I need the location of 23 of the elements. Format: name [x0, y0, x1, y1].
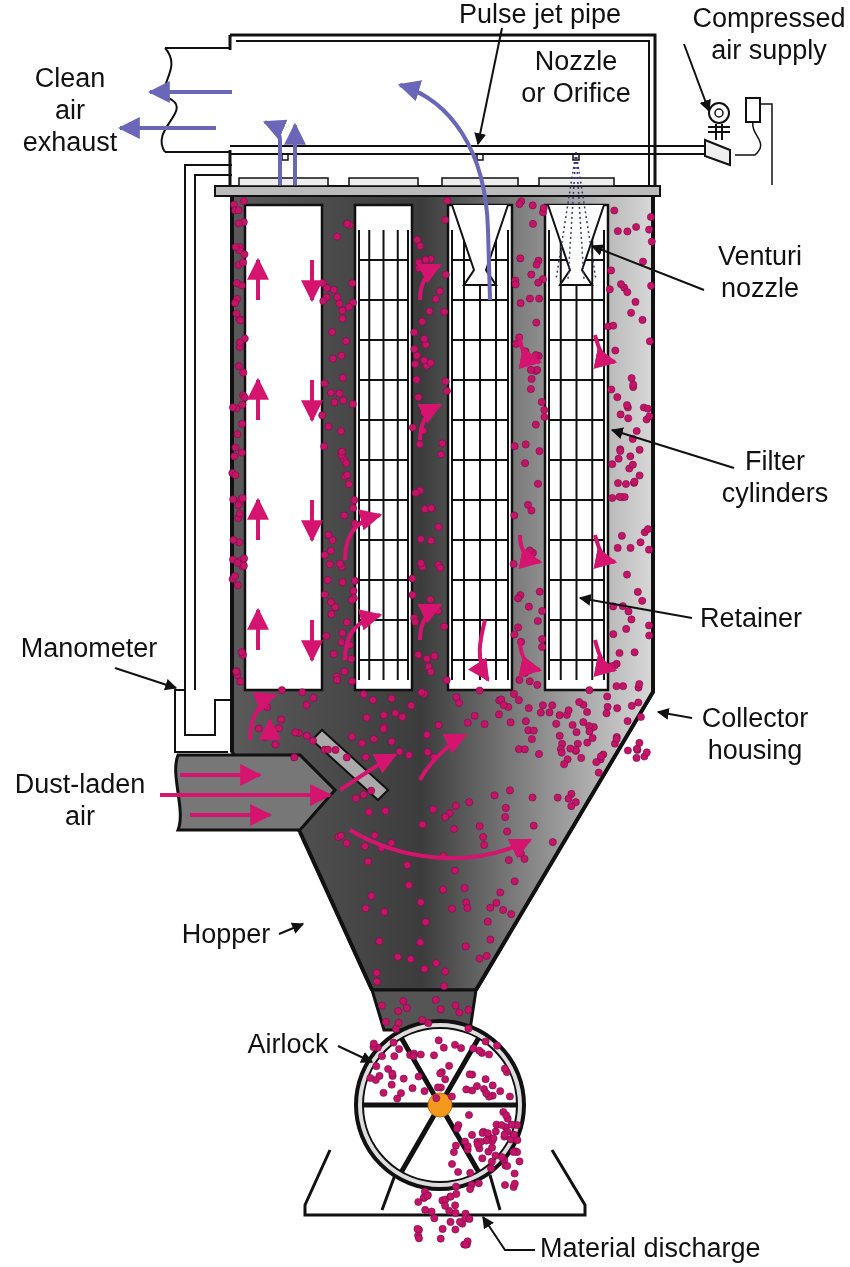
leader-line — [610, 427, 735, 469]
flow-label: Nozzle or Orifice — [520, 45, 632, 109]
callout-label: Airlock — [238, 1028, 338, 1060]
callout-label: Hopper — [176, 918, 276, 950]
callout-label: Filter cylinders — [700, 445, 850, 509]
leader-line — [474, 27, 503, 146]
leader-line — [482, 1216, 536, 1251]
callout-label: Compressed air supply — [690, 2, 848, 66]
leader-line — [578, 594, 693, 619]
leader-line — [656, 707, 693, 720]
flow-label: Dust-laden air — [13, 768, 147, 832]
leader-line — [590, 244, 705, 291]
leader-line — [114, 667, 178, 691]
flow-label: Clean air exhaust — [21, 62, 119, 158]
callout-label: Collector housing — [680, 702, 830, 766]
callout-label: Retainer — [690, 602, 812, 634]
callout-label: Material discharge — [540, 1232, 830, 1264]
leader-line — [683, 43, 711, 113]
callout-label: Manometer — [8, 632, 170, 664]
leader-line — [278, 922, 305, 935]
leader-line — [337, 1045, 374, 1063]
callout-label: Venturi nozzle — [700, 240, 820, 304]
callout-label: Pulse jet pipe — [440, 0, 640, 30]
